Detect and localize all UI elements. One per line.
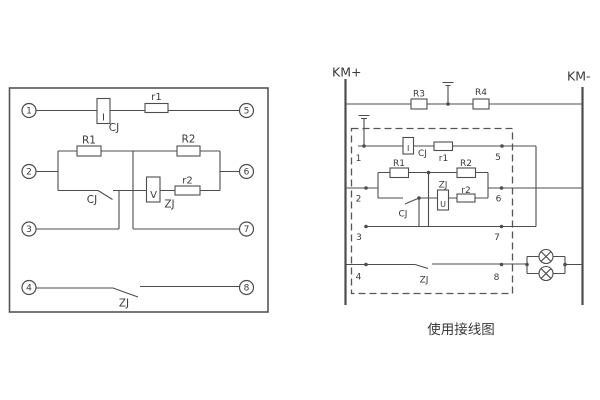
resistor-r1-label: r1 (151, 92, 161, 103)
terminal-label-right-5: 5 (495, 153, 501, 163)
voltage-coil-box (145, 176, 161, 203)
resistor-r1-label-right: r1 (439, 154, 448, 164)
terminal-circle-8 (238, 279, 255, 296)
resistor-R2-box (176, 145, 201, 157)
zj-contact-label-right: ZJ (420, 276, 429, 286)
ground-icon-terminal1 (358, 114, 370, 146)
terminal-label-right-4: 4 (356, 273, 362, 283)
resistor-R2-label: R2 (182, 134, 196, 146)
resistor-R4-label: R4 (475, 88, 487, 98)
current-coil-letter-right: I (407, 144, 409, 153)
usage-diagram-caption: 使用接线图 (427, 321, 495, 338)
relay-dashed-outline (350, 127, 514, 295)
terminal-label-right-3: 3 (356, 233, 362, 243)
resistor-R1-box-right (389, 167, 410, 179)
current-coil-box (96, 97, 111, 125)
voltage-coil-relay-label-right: ZJ (439, 181, 448, 191)
terminal-label-1: 1 (26, 107, 32, 117)
terminal-label-8: 8 (244, 284, 250, 294)
resistor-r2-box-right (456, 193, 476, 203)
current-coil-letter: I (102, 113, 105, 124)
terminal-label-4: 4 (26, 284, 32, 294)
resistor-R3-box (410, 98, 428, 110)
lamp-bottom (538, 265, 554, 282)
relay-internal-outline-box (8, 87, 269, 313)
current-coil-box-right (402, 136, 415, 155)
terminal-label-5: 5 (244, 107, 250, 117)
terminal-label-right-8: 8 (494, 273, 500, 283)
terminal-label-right-1: 1 (356, 154, 362, 164)
current-coil-relay-label-right: CJ (418, 149, 427, 159)
cj-contact-switch-blade (97, 190, 113, 200)
resistor-R1-label-right: R1 (393, 159, 405, 169)
resistor-R2-box-right (456, 167, 477, 179)
resistor-r1-box (144, 102, 169, 114)
resistor-r2-label-right: r2 (461, 186, 470, 196)
resistor-R1-label: R1 (82, 135, 96, 147)
terminal-circle-3 (21, 221, 37, 237)
voltage-coil-relay-label: ZJ (164, 199, 174, 211)
terminal-label-6: 6 (244, 168, 250, 178)
resistor-r2-label: r2 (182, 176, 192, 187)
terminal-label-right-6: 6 (496, 195, 502, 205)
resistor-R1-box (76, 145, 102, 157)
zj-contact-switch-blade (112, 287, 139, 298)
terminal-circle-4 (21, 279, 37, 296)
lamp-top (538, 248, 554, 265)
terminal-circle-1 (21, 102, 37, 119)
zj-contact-switch-blade-right (414, 263, 429, 270)
ground-icon-top (442, 81, 454, 104)
current-coil-relay-label: CJ (109, 122, 119, 134)
voltage-coil-box-right (436, 189, 450, 211)
terminal-label-right-2: 2 (356, 195, 362, 205)
cj-contact-label-right: CJ (399, 210, 408, 220)
cj-contact-label: CJ (87, 194, 97, 206)
terminal-label-right-7: 7 (494, 233, 500, 243)
resistor-r1-box-right (433, 141, 454, 152)
zj-contact-label: ZJ (119, 298, 129, 310)
resistor-R4-box (472, 98, 490, 110)
terminal-circle-2 (21, 163, 37, 180)
terminal-label-7: 7 (244, 225, 250, 235)
terminal-label-3: 3 (26, 225, 32, 235)
voltage-coil-letter: V (150, 190, 157, 201)
km-plus-label: KM+ (332, 65, 361, 80)
left-diagram-wires (36, 109, 240, 289)
terminal-circle-5 (238, 102, 255, 119)
right-usage-diagram: KM+ KM- (332, 65, 591, 339)
terminal-label-2: 2 (26, 168, 32, 178)
cj-contact-switch-blade-right (404, 197, 420, 205)
resistor-R3-label: R3 (413, 90, 425, 100)
left-internal-diagram: 1 2 3 4 5 6 7 8 I CJ r1 R1 R2 CJ V ZJ r2… (8, 87, 269, 313)
voltage-coil-letter-right: U (440, 200, 446, 209)
resistor-R2-label-right: R2 (460, 159, 472, 169)
terminal-circle-7 (238, 221, 255, 237)
terminal-circle-6 (238, 163, 255, 180)
resistor-r2-box (174, 185, 201, 196)
junction-dots (362, 102, 567, 267)
km-minus-label: KM- (567, 69, 591, 84)
